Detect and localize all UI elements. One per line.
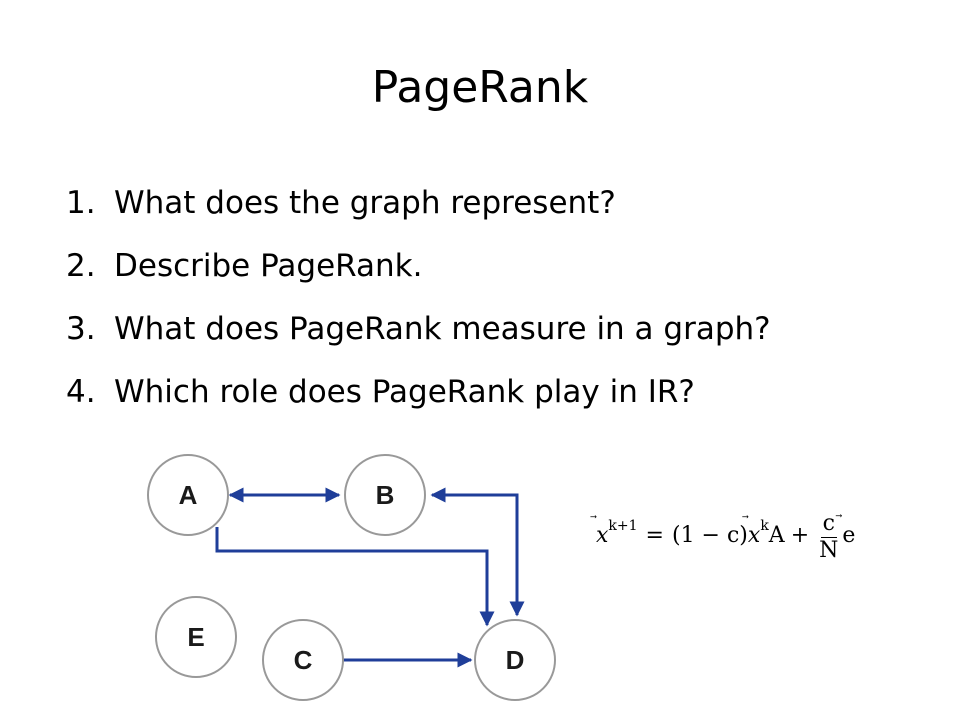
node-b-label: B: [376, 480, 395, 510]
formula-plus: +: [790, 523, 810, 548]
question-item-4: 4. Which role does PageRank play in IR?: [66, 361, 771, 424]
formula-damping-term: (1 − c): [671, 523, 748, 548]
node-d: D: [474, 619, 556, 701]
edge-b-d: [430, 487, 525, 617]
node-c: C: [262, 619, 344, 701]
node-a: A: [147, 454, 229, 536]
formula-matrix-a: A: [768, 523, 785, 548]
question-item-1: 1. What does the graph represent?: [66, 172, 771, 235]
graph-diagram: A B E C D: [147, 454, 556, 701]
formula-fraction: c N: [819, 512, 838, 563]
question-text: What does the graph represent?: [114, 185, 616, 221]
formula-x-symbol: x: [747, 523, 761, 548]
formula-vector-x-current: x ⃗: [748, 523, 760, 548]
formula-fraction-numerator: c: [820, 511, 837, 538]
node-e-label: E: [187, 622, 204, 652]
formula-fraction-denominator: N: [819, 538, 839, 563]
formula-equals: =: [645, 523, 664, 548]
node-c-label: C: [294, 645, 313, 675]
edge-a-d: [215, 527, 495, 627]
formula-vector-x-next: x ⃗: [596, 523, 608, 548]
node-e: E: [155, 596, 237, 678]
question-item-2: 2. Describe PageRank.: [66, 235, 771, 298]
formula-x-symbol: x: [596, 523, 609, 548]
question-text: What does PageRank measure in a graph?: [114, 311, 771, 347]
slide-title: PageRank: [371, 62, 589, 113]
question-text: Which role does PageRank play in IR?: [114, 374, 695, 410]
formula-vector-e: e ⃗: [842, 523, 855, 548]
node-b: B: [344, 454, 426, 536]
node-d-label: D: [506, 645, 525, 675]
question-number: 2.: [66, 248, 96, 284]
formula-e-symbol: e: [842, 523, 856, 548]
question-number: 3.: [66, 311, 96, 347]
formula-superscript-k: k: [760, 517, 769, 534]
question-number: 1.: [66, 185, 96, 221]
question-number: 4.: [66, 374, 96, 410]
question-text: Describe PageRank.: [114, 248, 423, 284]
node-a-label: A: [179, 480, 198, 510]
formula-superscript-k-plus-1: k+1: [608, 517, 638, 534]
question-list: 1. What does the graph represent? 2. Des…: [66, 172, 771, 424]
question-item-3: 3. What does PageRank measure in a graph…: [66, 298, 771, 361]
pagerank-formula: x ⃗ k+1 = (1 − c) x ⃗ k A + c N e ⃗: [596, 510, 855, 563]
